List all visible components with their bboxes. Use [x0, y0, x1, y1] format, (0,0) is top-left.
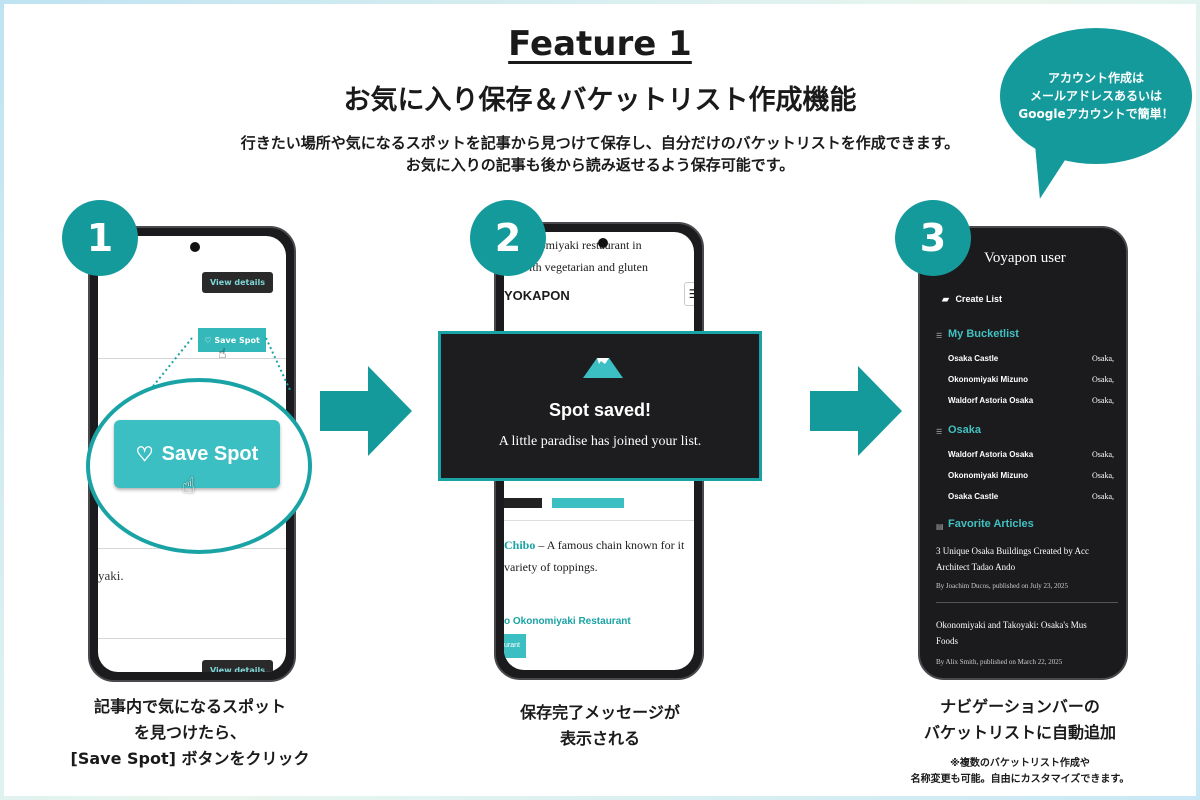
section-my-bucketlist[interactable]: My Bucketlist [948, 328, 1019, 340]
step-1-caption: 記事内で気になるスポット を見つけたら、 [Save Spot] ボタンをクリッ… [40, 694, 340, 772]
list-icon: ☰ [936, 428, 943, 436]
save-spot-button-small[interactable]: ♡ Save Spot [198, 328, 266, 352]
chibo-text: – A famous chain known for it [535, 538, 685, 552]
caption-line: を見つけたら、 [133, 723, 246, 742]
divider [504, 520, 694, 521]
user-name: Voyapon user [984, 250, 1066, 266]
step-3-number: 3 [895, 200, 971, 276]
view-details-button[interactable]: View details [202, 272, 274, 293]
arrow-right-icon [320, 366, 412, 456]
step-3-note: ※複数のバケットリスト作成や 名称変更も可能。自由にカスタマイズできます。 [870, 756, 1170, 788]
bubble-line-3: Googleアカウントで簡単！ [1018, 107, 1174, 121]
phone-3: Voyapon user ▰ Create List ☰ My Bucketli… [918, 226, 1128, 680]
create-list-label: Create List [955, 294, 1002, 304]
article-fragment: yaki. [98, 568, 124, 583]
note-line: ※複数のバケットリスト作成や [950, 758, 1090, 769]
article-2-meta: By Alix Smith, published on March 22, 20… [936, 658, 1063, 666]
phone-3-screen: Voyapon user ▰ Create List ☰ My Bucketli… [928, 236, 1118, 670]
bubble-line-1: アカウント作成は [1047, 71, 1144, 85]
caption-line: ナビゲーションバーの [940, 697, 1100, 716]
section-osaka[interactable]: Osaka [948, 424, 982, 436]
list-icon: ☰ [936, 332, 943, 340]
step-2-number: 2 [470, 200, 546, 276]
section-favorite-articles[interactable]: Favorite Articles [948, 518, 1034, 530]
button-fragment [504, 498, 542, 508]
account-info-bubble: アカウント作成は メールアドレスあるいは Googleアカウントで簡単！ [1000, 28, 1192, 164]
article-1-title-line-2[interactable]: Architect Tadao Ando [936, 562, 1016, 572]
divider [936, 602, 1118, 603]
description-line-2: お気に入りの記事も後から読み返せるよう保存可能です。 [405, 156, 795, 174]
pointer-hand-icon: ☝ [182, 474, 196, 499]
save-spot-label-small: Save Spot [214, 335, 260, 345]
spot-saved-modal: Spot saved! A little paradise has joined… [438, 331, 762, 481]
caption-line: 記事内で気になるスポット [93, 697, 286, 716]
heart-icon: ♡ [204, 335, 212, 345]
modal-title: Spot saved! [548, 400, 652, 420]
article-icon: ▤ [936, 522, 944, 531]
button-fragment [552, 498, 624, 508]
article-1-meta: By Joachim Ducos, published on July 23, … [936, 582, 1069, 590]
restaurant-button[interactable]: urant [504, 634, 526, 658]
article-2-title-line-1[interactable]: Okonomiyaki and Takoyaki: Osaka's Mus [936, 620, 1087, 630]
heart-icon: ♡ [135, 443, 154, 466]
article-1-title-line-1[interactable]: 3 Unique Osaka Buildings Created by Acc [936, 546, 1089, 556]
caption-line: [Save Spot] ボタンをクリック [70, 749, 310, 768]
description-line-1: 行きたい場所や気になるスポットを記事から見つけて保存し、自分だけのバケットリスト… [240, 134, 960, 152]
save-spot-label: Save Spot [161, 442, 259, 465]
article-2-title-line-2[interactable]: Foods [936, 636, 959, 646]
mountain-icon [583, 358, 623, 378]
divider [98, 358, 286, 359]
site-logo[interactable]: YOKAPON [504, 288, 570, 303]
caption-line: 表示される [559, 729, 640, 748]
view-details-button-bottom[interactable]: View details [202, 660, 274, 672]
chibo-line-2: variety of toppings. [504, 560, 598, 574]
page-title: Feature 1 [508, 24, 692, 64]
zoom-guide-lines [150, 337, 291, 391]
divider [98, 638, 286, 639]
chibo-name: Chibo [504, 538, 536, 552]
page-description: 行きたい場所や気になるスポットを記事から見つけて保存し、自分だけのバケットリスト… [0, 132, 1200, 176]
step-3-caption: ナビゲーションバーの バケットリストに自動追加 [870, 694, 1170, 746]
article-line-2: ori with vegetarian and gluten [504, 260, 648, 274]
page-subtitle: お気に入り保存＆バケットリスト作成機能 [343, 85, 857, 116]
create-list-button[interactable]: ▰ Create List [942, 294, 1002, 305]
folder-icon: ▰ [942, 294, 949, 304]
bubble-line-2: メールアドレスあるいは [1029, 89, 1162, 103]
zoom-lens: ♡ Save Spot ☝ [86, 378, 312, 554]
save-spot-button[interactable]: ♡ Save Spot [114, 420, 280, 488]
step-2-caption: 保存完了メッセージが 表示される [450, 700, 750, 752]
camera-icon [190, 242, 200, 252]
pointer-hand-icon: ☝ [218, 346, 227, 362]
caption-line: 保存完了メッセージが [520, 703, 680, 722]
chibo-line-1: Chibo – A famous chain known for it [504, 538, 684, 553]
step-1-number: 1 [62, 200, 138, 276]
arrow-right-icon [810, 366, 902, 456]
caption-line: バケットリストに自動追加 [923, 723, 1116, 742]
restaurant-heading: o Okonomiyaki Restaurant [504, 616, 631, 627]
menu-icon[interactable]: ☰ [684, 282, 694, 306]
modal-text: A little paradise has joined your list. [498, 434, 702, 449]
camera-icon [598, 238, 608, 248]
note-line: 名称変更も可能。自由にカスタマイズできます。 [910, 774, 1130, 785]
